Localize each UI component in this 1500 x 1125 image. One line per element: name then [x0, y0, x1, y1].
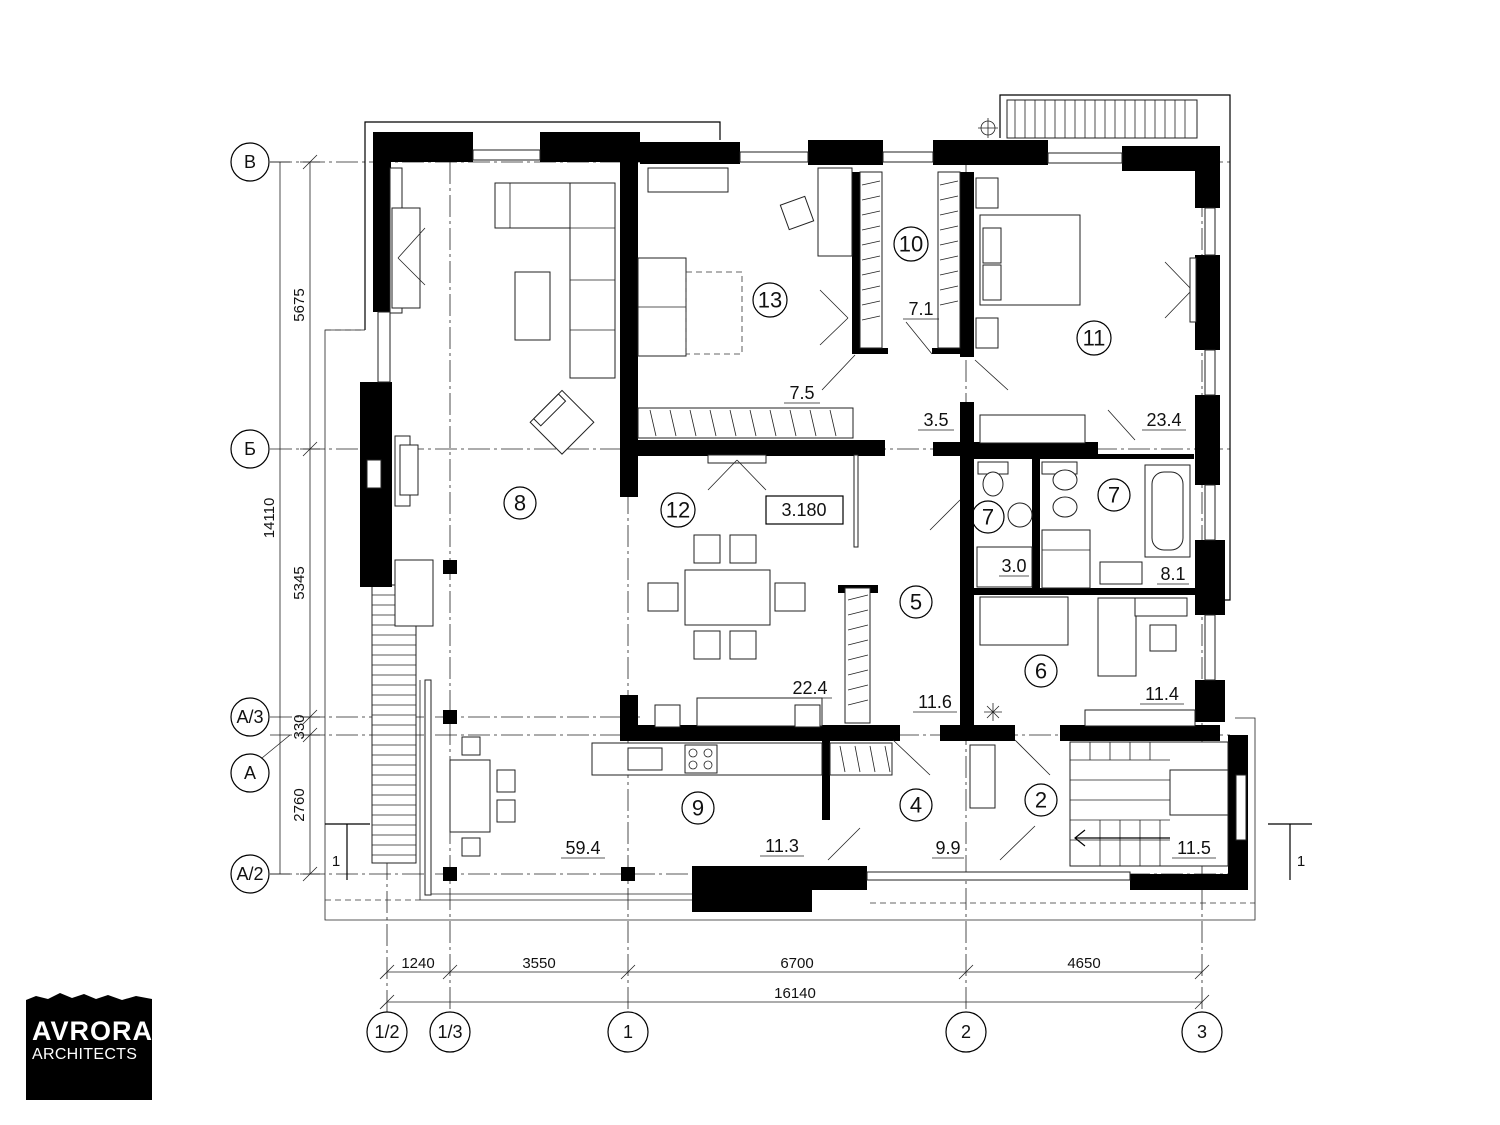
level-mark: 3.180: [781, 500, 826, 520]
room-number-4: 4: [910, 793, 922, 818]
dim-bottom-4: 4650: [1067, 955, 1100, 972]
area-room-7a: 3.0: [1001, 556, 1026, 576]
room-number-13: 13: [758, 288, 782, 313]
room-number-12: 12: [666, 498, 690, 523]
axis-label-1-3: 1/3: [437, 1022, 462, 1042]
room6-furniture: [979, 596, 1196, 727]
mountain-icon: [26, 990, 152, 1014]
dim-bottom-total: 16140: [774, 985, 816, 1002]
dim-left-2: 5345: [291, 566, 308, 599]
axis-label-2: 2: [961, 1022, 971, 1042]
logo-line2: ARCHITECTS: [32, 1046, 138, 1063]
axis-label-1: 1: [623, 1022, 633, 1042]
area-room-8: 59.4: [565, 838, 600, 858]
area-room-11: 23.4: [1146, 410, 1181, 430]
area-room-5: 11.6: [918, 692, 952, 712]
logo-line1: AVRORA: [32, 1016, 152, 1046]
room13-furniture: [637, 167, 856, 439]
bathroom-fixtures: [929, 461, 1191, 589]
axis-label-a: А: [244, 763, 256, 783]
area-corridor: 3.5: [923, 410, 948, 430]
room-number-6: 6: [1035, 659, 1047, 684]
windows: [377, 149, 1247, 896]
area-room-7b: 8.1: [1160, 564, 1185, 584]
dimension-labels: 1240 3550 6700 4650 16140 5675 5345 330 …: [261, 288, 1305, 1002]
axis-label-v: В: [244, 152, 256, 172]
room-number-7b: 7: [1108, 483, 1120, 508]
terrace-steps: [371, 584, 417, 864]
area-room-10: 7.1: [908, 299, 933, 319]
dim-bottom-3: 6700: [780, 955, 813, 972]
room-number-8: 8: [514, 491, 526, 516]
dim-bottom-1: 1240: [401, 955, 434, 972]
dim-left-1: 5675: [291, 288, 308, 321]
dimension-lines: [270, 154, 1312, 1010]
dim-bottom-2: 3550: [522, 955, 555, 972]
area-room-2: 9.9: [935, 838, 960, 858]
area-room-4: 11.3: [765, 836, 799, 856]
dim-left-total: 14110: [261, 498, 278, 539]
avrora-logo: AVRORA ARCHITECTS: [26, 990, 152, 1100]
axis-label-1-2: 1/2: [374, 1022, 399, 1042]
room-number-7a: 7: [982, 505, 994, 530]
area-stair: 11.5: [1177, 838, 1211, 858]
room-number-9: 9: [692, 796, 704, 821]
axis-label-a2: А/2: [236, 864, 263, 884]
room-number-5: 5: [910, 590, 922, 615]
area-room-6: 11.4: [1145, 684, 1179, 704]
kitchen-furniture: [591, 739, 1051, 861]
room10-wardrobes: [859, 171, 961, 355]
axis-label-a3: А/3: [236, 707, 263, 727]
axis-bubbles: В Б А/3 А А/2 1/2 1/3 1 2 3: [230, 142, 1223, 1053]
area-room-12: 22.4: [792, 678, 827, 698]
room12-furniture: [647, 454, 871, 728]
room-numbers: 2 4 5 6 7 7 8 9 10 11 12 13: [503, 226, 1131, 825]
stair: [1069, 741, 1229, 867]
walls: [360, 132, 1248, 912]
area-room-13: 7.5: [789, 383, 814, 403]
living-furniture: [366, 167, 616, 857]
room-number-2: 2: [1035, 788, 1047, 813]
balcony: [978, 99, 1198, 139]
section-mark-right: 1: [1297, 853, 1305, 870]
dim-left-4: 2760: [291, 788, 308, 821]
room-areas: 9.9 11.3 11.6 11.4 3.0 8.1 59.4 7.1 23.4…: [561, 299, 1216, 859]
room11-furniture: [974, 177, 1197, 444]
axis-label-b: Б: [244, 439, 256, 459]
axis-label-3: 3: [1197, 1022, 1207, 1042]
room-number-11: 11: [1083, 326, 1106, 351]
section-mark-left: 1: [332, 853, 340, 870]
dim-left-3: 330: [291, 714, 308, 739]
room-number-10: 10: [899, 232, 923, 257]
